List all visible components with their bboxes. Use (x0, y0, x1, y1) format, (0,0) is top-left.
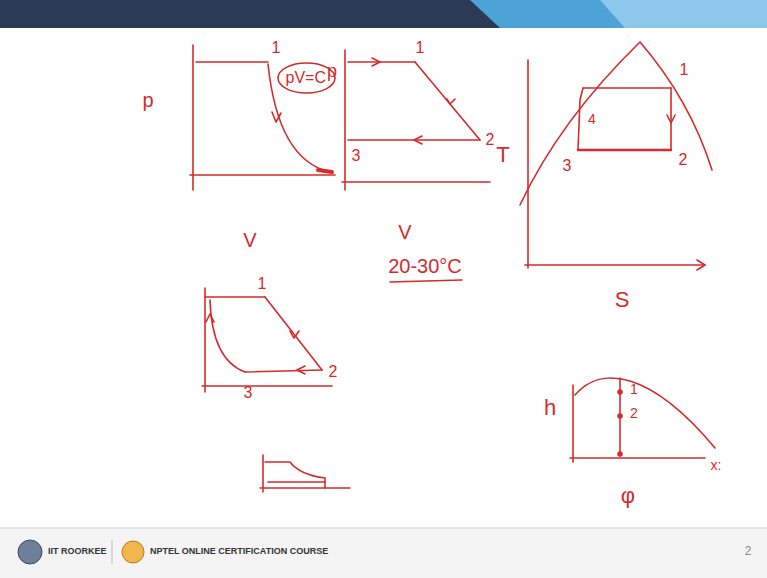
axis (525, 264, 705, 266)
state-number: 3 (244, 384, 253, 402)
process-line (268, 481, 325, 483)
arrowhead (297, 366, 305, 374)
axis-label: T (496, 143, 509, 167)
axis (260, 487, 350, 489)
axis (527, 60, 529, 268)
arrowhead (447, 99, 455, 104)
underline (390, 280, 462, 282)
state-number: 4 (588, 112, 596, 127)
end-blob (318, 170, 332, 172)
state-number: 2 (329, 363, 338, 381)
axis-label: S (615, 288, 630, 312)
ellipse-outline (278, 63, 335, 93)
arrowhead (372, 58, 380, 66)
process-line (196, 61, 268, 63)
state-point (618, 390, 622, 394)
arrowhead (290, 331, 299, 338)
state-number: 2 (679, 151, 688, 169)
arrowhead (697, 260, 705, 270)
state-number: 1 (680, 61, 689, 79)
saturation-curve (575, 378, 715, 448)
institute-name: IIT ROORKEE (48, 547, 107, 557)
circled-equation: pV=C (277, 62, 336, 94)
axis (344, 50, 346, 190)
axis-label: h (544, 396, 556, 420)
axis (202, 385, 332, 387)
state-point (618, 452, 622, 456)
state-number: 1 (630, 382, 638, 397)
axis (262, 455, 264, 492)
axis-label: V (243, 229, 256, 251)
process-line (578, 88, 583, 150)
quality-label: x: (711, 458, 722, 473)
axis-label: V (398, 221, 411, 243)
arrowhead (206, 314, 214, 322)
process-line (415, 62, 480, 140)
process-line (578, 149, 671, 151)
process-line (205, 296, 265, 298)
sketches (190, 42, 715, 492)
process-line (670, 88, 672, 150)
compression-curve (210, 300, 245, 372)
header-accent (470, 0, 767, 28)
institute-logo (18, 540, 42, 564)
axis-label: p (142, 89, 153, 111)
page-number: 2 (745, 545, 752, 558)
process-line (265, 297, 322, 370)
nptel-logo (122, 541, 144, 563)
state-number: 3 (352, 147, 361, 165)
footer-rule (0, 528, 767, 529)
state-number: 1 (272, 39, 281, 57)
state-number: 3 (563, 157, 572, 175)
footer-band (0, 528, 767, 578)
note: 20-30°C (388, 255, 462, 277)
state-number: 2 (486, 131, 495, 149)
equation-text: pV=C (277, 62, 336, 94)
state-number: 1 (258, 275, 267, 293)
process-line (348, 61, 415, 63)
footer-bar (0, 528, 767, 578)
state-point (618, 414, 622, 418)
axis (342, 181, 490, 183)
arrowhead (272, 112, 281, 122)
process-line (583, 87, 671, 89)
process-line (245, 370, 322, 372)
axis (190, 174, 335, 176)
state-number: 2 (630, 406, 638, 421)
header-accent (600, 0, 767, 28)
axis-label: φ (621, 484, 635, 508)
course-name: NPTEL ONLINE CERTIFICATION COURSE (150, 547, 328, 557)
saturation-dome (520, 42, 712, 205)
state-number: 1 (416, 39, 425, 57)
axis (572, 385, 574, 462)
footer-divider (112, 540, 113, 564)
header-band (0, 0, 767, 28)
axis (570, 457, 705, 459)
axis (204, 288, 206, 392)
arrowhead (667, 115, 675, 123)
arrowhead (414, 136, 422, 144)
header-bar (0, 0, 767, 28)
axis (192, 45, 194, 190)
process-line (265, 462, 325, 488)
